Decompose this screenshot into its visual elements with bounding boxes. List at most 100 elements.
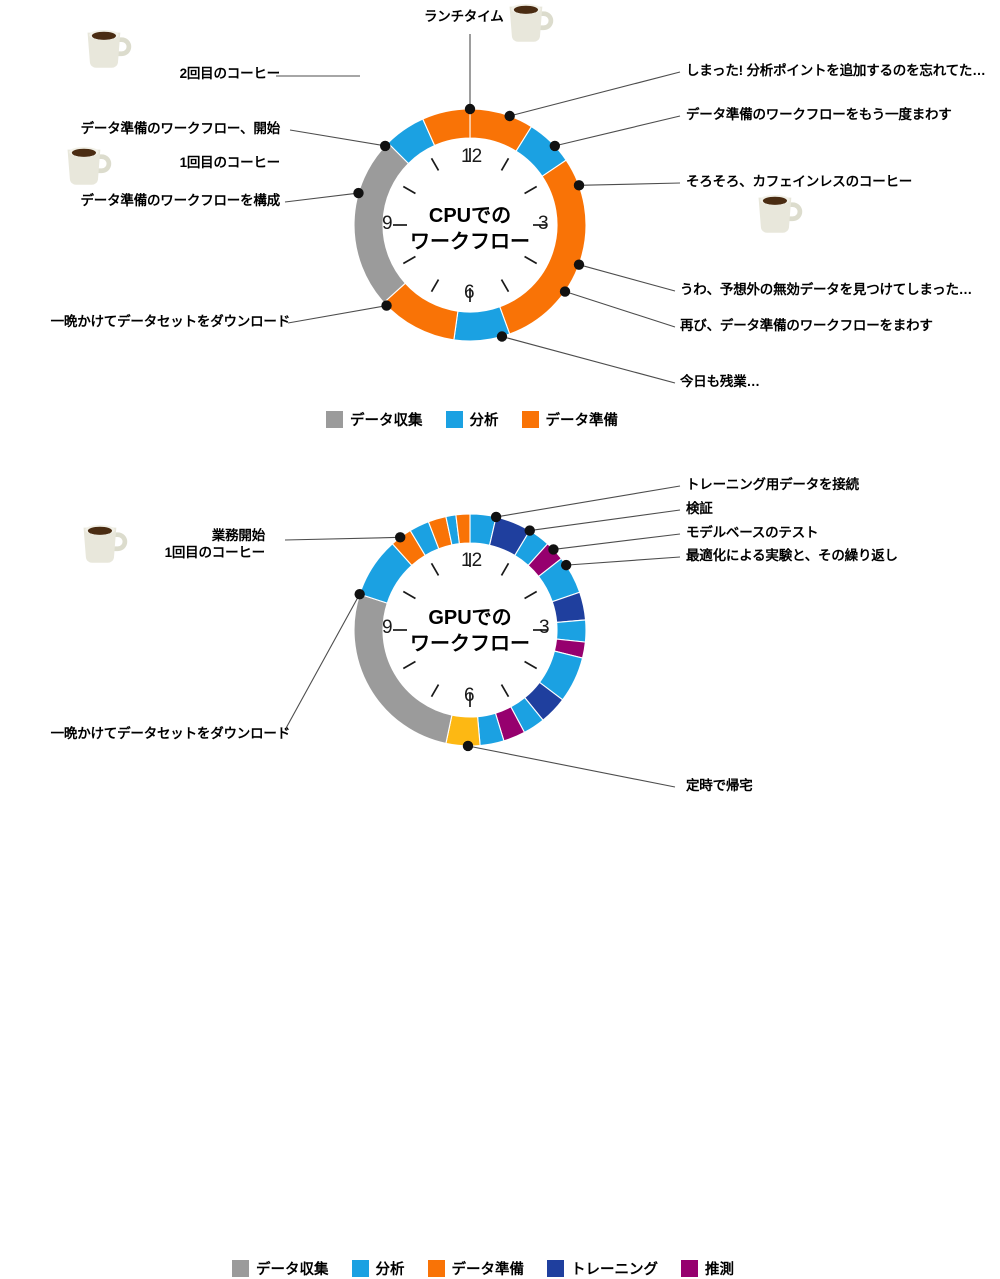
- gpu-label-start-work-line2: 1回目のコーヒー: [164, 544, 266, 560]
- gpu-label-right-4: 定時で帰宅: [686, 778, 753, 793]
- leader-line: [554, 115, 681, 147]
- cpu-leader-left-1: [289, 129, 391, 152]
- cup-body: [509, 6, 543, 42]
- legend-swatch-icon: [521, 411, 539, 428]
- legend-swatch-icon: [681, 1260, 698, 1277]
- gpu-label-right-3: 最適化による実験と、その繰り返し: [686, 548, 898, 563]
- cup-handle: [539, 11, 554, 31]
- cpu-center-title-line1: CPUでの: [428, 205, 512, 227]
- clock-tick: [430, 157, 440, 171]
- legend-label: データ収集: [256, 1262, 329, 1278]
- leader-line: [501, 335, 676, 384]
- cpu-clock-12: 12: [461, 146, 483, 167]
- cpu-leader-right-1: [549, 115, 681, 152]
- cpu-label-left-1: データ準備のワークフロー、開始: [80, 121, 281, 136]
- gpu-leader-right-4: [462, 740, 676, 788]
- cpu-center-title: CPUでの ワークフロー: [370, 203, 570, 255]
- coffee-surface: [762, 196, 788, 205]
- leader-dot: [524, 525, 535, 536]
- clock-tick: [524, 590, 538, 600]
- legend-swatch-icon: [326, 411, 343, 428]
- cpu-label-left-2: 1回目のコーヒー: [179, 155, 281, 170]
- gpu-leader-right-0: [490, 485, 681, 523]
- gpu-leader-right-1: [524, 509, 681, 536]
- cpu-label-right-4: 再び、データ準備のワークフローをまわす: [680, 318, 933, 333]
- clock-tick: [402, 185, 416, 195]
- gpu-label-right-2: モデルベースのテスト: [686, 525, 819, 540]
- legend-label: データ準備: [545, 413, 619, 429]
- leader-dot: [496, 331, 508, 342]
- legend-swatch-icon: [232, 1260, 249, 1277]
- clock-tick: [500, 562, 510, 576]
- leader-line: [467, 745, 676, 788]
- legend-swatch-icon: [547, 1260, 564, 1277]
- cup-body: [67, 149, 101, 185]
- cpu-leader-right-2: [573, 180, 681, 191]
- legend-label: データ収集: [350, 413, 423, 429]
- gpu-legend-item: データ準備: [427, 1258, 525, 1279]
- coffee-cup-icon-cpu-lunch: [509, 3, 554, 42]
- gpu-label-start-work: 業務開始 1回目のコーヒー: [0, 528, 266, 562]
- gpu-workflow-chart: GPUでの ワークフロー 12 3 6 9 業務開始 1回目のコーヒー 一晩かけ…: [0, 440, 1000, 1278]
- gpu-clock-12: 12: [461, 550, 483, 571]
- cpu-label-right-5: 今日も残業…: [680, 374, 760, 389]
- cpu-leader-right-3: [573, 259, 676, 292]
- leader-dot: [464, 103, 476, 115]
- coffee-cup-icon-gpu-1st: [83, 524, 128, 563]
- leader-dot: [559, 286, 571, 297]
- gpu-label-start-work-line1: 業務開始: [211, 528, 265, 543]
- cpu-label-lunchtime: ランチタイム: [424, 9, 504, 24]
- donut-segment: [422, 108, 471, 147]
- gpu-leader-right-2: [548, 533, 681, 555]
- cpu-label-left-3: データ準備のワークフローを構成: [80, 193, 281, 208]
- leader-dot: [379, 140, 391, 152]
- leader-dot: [560, 559, 572, 571]
- leader-line: [564, 291, 676, 328]
- gpu-clock-3: 3: [539, 617, 550, 638]
- cpu-leader-right-4: [559, 286, 676, 328]
- leader-line: [578, 264, 676, 292]
- cup-body: [87, 32, 121, 68]
- leader-dot: [573, 259, 585, 270]
- gpu-clock-6: 6: [464, 685, 475, 706]
- cpu-leader-lunchtime: [464, 34, 476, 115]
- legend-swatch-icon: [351, 1260, 369, 1277]
- leader-line: [287, 305, 387, 324]
- leader-dot: [354, 588, 365, 600]
- leader-dot: [462, 740, 474, 752]
- leader-line: [284, 593, 361, 731]
- leader-line: [284, 536, 401, 541]
- leader-dot: [490, 511, 502, 523]
- clock-tick: [500, 157, 510, 171]
- gpu-legend: データ収集分析データ準備トレーニング推測: [232, 1258, 748, 1279]
- cpu-legend-item: 分析: [445, 409, 499, 430]
- clock-tick: [524, 660, 538, 670]
- cpu-label-left-4: 一晩かけてデータセットをダウンロード: [50, 314, 291, 329]
- cpu-center-title-line2: ワークフロー: [410, 231, 530, 253]
- gpu-center-title: GPUでの ワークフロー: [370, 605, 570, 657]
- coffee-surface: [87, 526, 113, 535]
- clock-tick: [430, 684, 440, 698]
- coffee-cup-icon-cpu-2nd: [87, 29, 132, 68]
- clock-tick: [402, 255, 416, 265]
- leader-line: [553, 533, 681, 550]
- gpu-label-right-0: トレーニング用データを接続: [686, 477, 859, 492]
- cpu-clock-9: 9: [382, 213, 393, 234]
- cup-handle: [113, 532, 128, 552]
- leader-line: [566, 556, 681, 566]
- gpu-label-download: 一晩かけてデータセットをダウンロード: [0, 726, 291, 743]
- cpu-donut-svg: [67, 3, 803, 384]
- cpu-leader-right-5: [496, 331, 676, 384]
- clock-tick: [500, 684, 510, 698]
- legend-label: データ準備: [451, 1262, 525, 1278]
- coffee-surface: [71, 148, 97, 157]
- cup-body: [758, 197, 792, 233]
- cpu-ring-ticks: [393, 148, 547, 302]
- cpu-label-left-0: 2回目のコーヒー: [179, 66, 281, 81]
- cup-body: [83, 527, 117, 563]
- gpu-ring: [353, 513, 587, 747]
- gpu-leader-right-3: [560, 556, 681, 571]
- clock-tick: [430, 279, 440, 293]
- legend-label: 分析: [375, 1262, 405, 1278]
- cpu-label-right-3: うわ、予想外の無効データを見つけてしまった…: [680, 282, 973, 297]
